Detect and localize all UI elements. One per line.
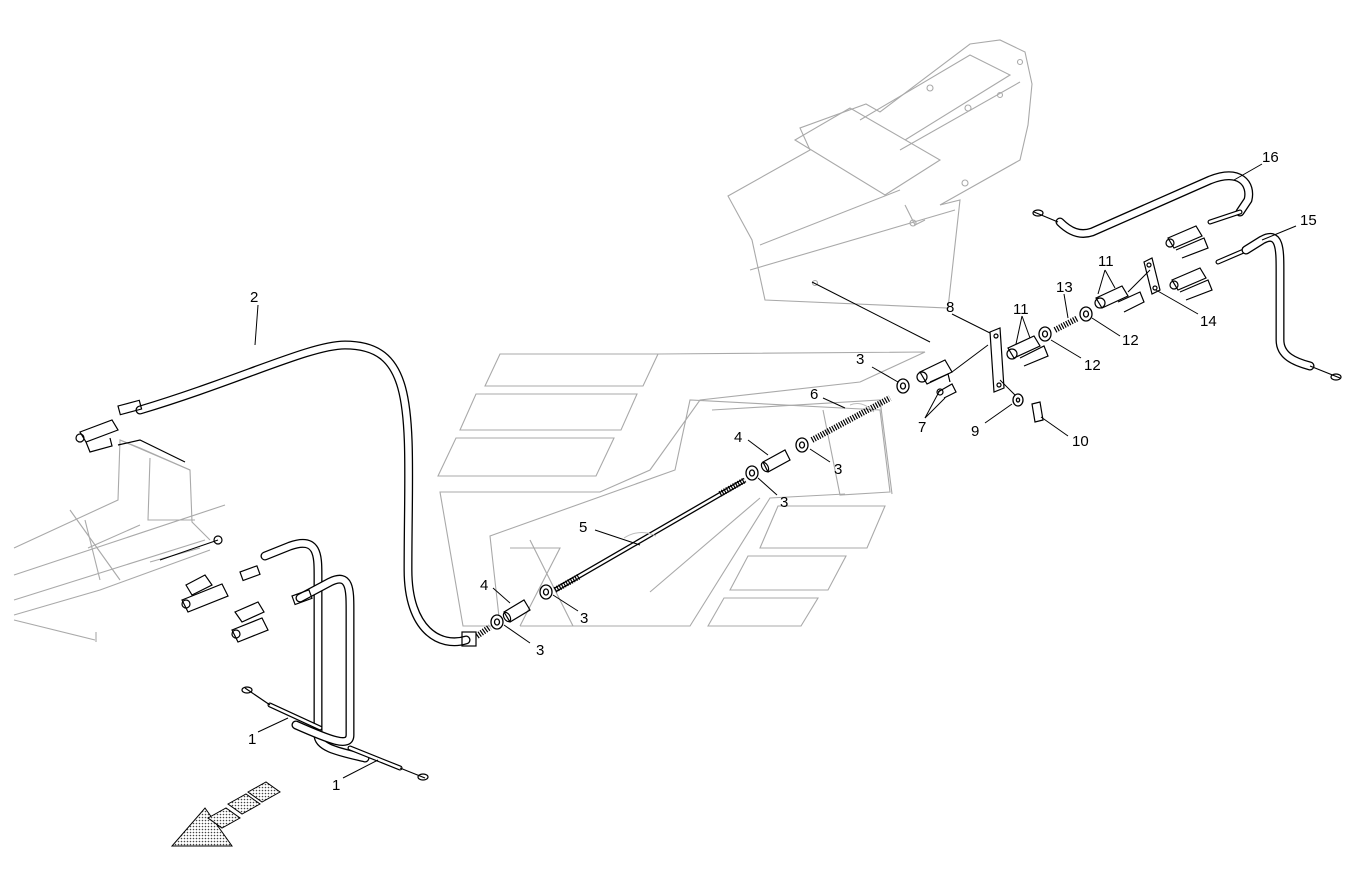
callout-7: 7 [918,419,926,436]
callout-12b: 12 [1122,332,1139,349]
callout-3d: 3 [834,461,842,478]
reference-line [811,281,931,343]
link-plate-part-8 [989,327,1019,399]
leader-lines [254,163,1297,779]
callout-4a: 4 [480,577,488,594]
callout-14: 14 [1200,313,1217,330]
washer-part-9 [1012,393,1024,407]
callout-6: 6 [810,386,818,403]
callout-3b: 3 [580,610,588,627]
cable-part-2 [75,340,492,647]
rod-part-5 [553,477,747,593]
callout-2: 2 [250,289,258,306]
callout-11a: 11 [1013,301,1029,318]
callout-4b: 4 [734,429,742,446]
threaded-stud-part-13 [1053,315,1080,333]
nut-parts-12 [1038,306,1093,342]
callout-labels: 2 1 1 3 3 3 3 3 4 4 5 6 7 8 9 10 11 11 1… [248,149,1317,794]
cable-part-15 [1169,233,1342,381]
callout-3e: 3 [856,351,864,368]
clevis-part-7 [916,344,989,399]
cable-part-16 [1032,171,1254,259]
callout-16: 16 [1262,149,1279,166]
forward-direction-arrow-icon [170,781,281,847]
callout-8: 8 [946,299,954,316]
ghost-frame-left [13,439,226,642]
sleeve-parts-4 [502,449,791,623]
callout-1b: 1 [332,777,340,794]
callout-13: 13 [1056,279,1073,296]
pin-part-10 [1031,401,1044,423]
nut-parts-3 [490,378,910,630]
callout-3a: 3 [536,642,544,659]
link-plate-part-14 [1143,257,1161,295]
clevis-parts-11 [1006,269,1151,367]
callout-9: 9 [971,423,979,440]
callout-12a: 12 [1084,357,1101,374]
callout-3c: 3 [780,494,788,511]
callout-1a: 1 [248,731,256,748]
callout-11b: 11 [1098,253,1114,270]
ghost-frame-top [727,39,1033,309]
callout-15: 15 [1300,212,1317,229]
rod-part-6 [810,395,892,443]
left-pivot [117,439,223,561]
cable-part-1 [181,538,429,781]
callout-5: 5 [579,519,587,536]
callout-10: 10 [1072,433,1089,450]
ghost-chassis-center [437,351,926,627]
